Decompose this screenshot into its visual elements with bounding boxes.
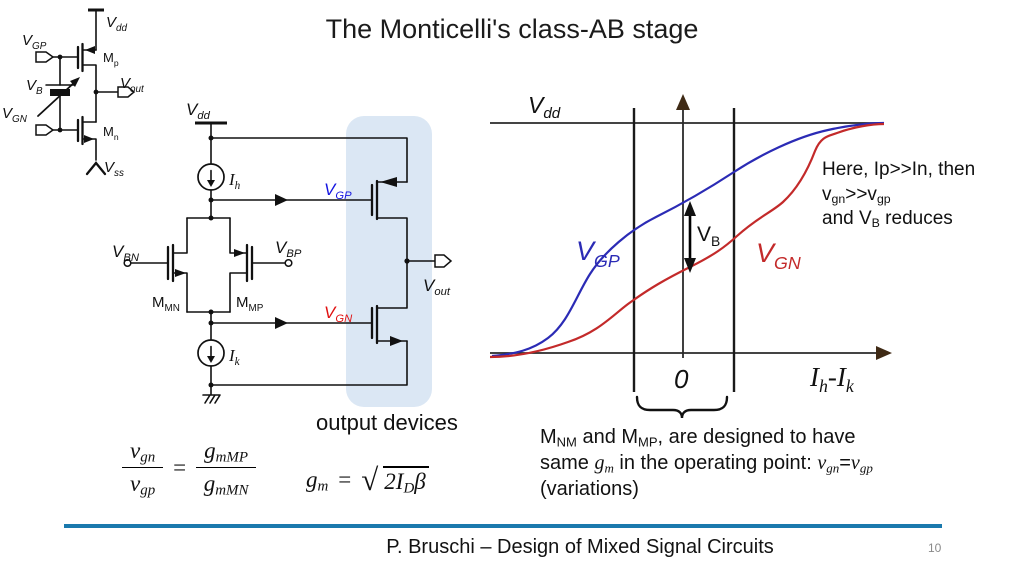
output-devices-highlight: [346, 116, 432, 407]
vgp-curve: [491, 121, 885, 358]
page-number: 10: [928, 541, 942, 555]
gm-term: gm: [306, 467, 329, 495]
footer-text: P. Bruschi – Design of Mixed Signal Circ…: [386, 536, 774, 558]
mmp-label: MMP: [236, 294, 264, 314]
output-devices-caption: output devices: [316, 410, 458, 435]
radicand: 2IDβ: [383, 465, 429, 496]
zero-region-brace: [635, 395, 729, 419]
vgn-curve: [489, 122, 885, 359]
monticelli-stage-schematic: Vdd Ih VGP VBN VBP MMN MMP VGN Ik Vout: [112, 100, 453, 407]
y-axis-arrowhead: [676, 94, 690, 110]
graph-zero-label: 0: [674, 364, 689, 394]
main-vgp-label: VGP: [324, 180, 352, 202]
variable-arrow: [37, 80, 77, 117]
vbp-terminal: [284, 258, 293, 268]
main-vdd-label: Vdd: [186, 100, 211, 122]
small-vgp-terminal: [35, 51, 55, 63]
formula-gm-sqrt: gm = √ 2IDβ: [306, 462, 429, 498]
small-mn-label: Mn: [103, 124, 119, 142]
vbn-label: VBN: [112, 242, 140, 264]
x-axis-arrowhead: [876, 346, 892, 360]
graph-vdd-label: Vdd: [528, 92, 561, 122]
small-vb-label: VB: [26, 77, 43, 97]
vbn-terminal: [123, 258, 132, 268]
small-vgp-label: VGP: [22, 32, 47, 52]
page-title: The Monticelli's class-AB stage: [325, 14, 699, 44]
vb-gap-arrow: [684, 201, 696, 273]
ground-symbol: [202, 384, 221, 404]
graph-vgp-label: VGP: [576, 236, 620, 271]
small-circuit-wires: [35, 8, 136, 176]
bottom-note: MNM and MMP, are designed to have same g…: [540, 424, 944, 502]
graph-axes: [490, 94, 892, 392]
footer-divider: [64, 524, 942, 528]
radical-sign: √: [361, 462, 379, 497]
right-note-line3: and VB reduces: [822, 208, 953, 231]
small-vss-label: Vss: [104, 159, 124, 179]
ik-label: Ik: [228, 346, 241, 368]
mmn-label: MMN: [152, 294, 180, 314]
battery-thick-plate: [50, 89, 70, 96]
graph-vb-label: VB: [697, 223, 720, 249]
right-note: Here, Ip>>In, then vgn>>vgp and VB reduc…: [822, 158, 1018, 232]
small-vgn-terminal: [35, 124, 55, 136]
right-fraction: gmMP gmMN: [196, 438, 256, 498]
equals-sign: =: [173, 454, 187, 480]
vout-terminal: [434, 254, 453, 268]
left-fraction: vgn vgp: [122, 438, 164, 498]
small-vout-terminal: [117, 86, 136, 98]
small-vdd-label: Vdd: [106, 14, 128, 34]
vbp-label: VBP: [275, 238, 302, 260]
graph-vgn-label: VGN: [756, 238, 801, 273]
vgp-vgn-graph: Vdd VGP VGN VB 0 Ih-Ik: [489, 92, 892, 419]
graph-x-axis-label: Ih-Ik: [809, 362, 855, 396]
main-circuit-wires: [123, 121, 453, 404]
small-vgn-label: VGN: [2, 105, 28, 125]
right-note-line2: vgn>>vgp: [822, 183, 891, 206]
right-note-line1: Here, Ip>>In, then: [822, 159, 976, 180]
ih-label: Ih: [228, 170, 241, 192]
bottom-note-line1: MNM and MMP, are designed to have: [540, 426, 856, 450]
main-vout-label: Vout: [423, 276, 451, 298]
small-vout-label: Vout: [120, 75, 145, 95]
small-classab-schematic: VGP Vdd Mp VB VGN Mn Vout Vss: [2, 8, 145, 179]
main-vgn-label: VGN: [324, 303, 353, 325]
bottom-note-line2: same gm in the operating point: vgn=vgp: [540, 452, 873, 476]
equals-sign: =: [338, 467, 352, 492]
bottom-note-line3: (variations): [540, 478, 639, 500]
small-mp-label: Mp: [103, 50, 119, 68]
formula-vgn-vgp-ratio: vgn vgp = gmMP gmMN: [122, 438, 256, 498]
